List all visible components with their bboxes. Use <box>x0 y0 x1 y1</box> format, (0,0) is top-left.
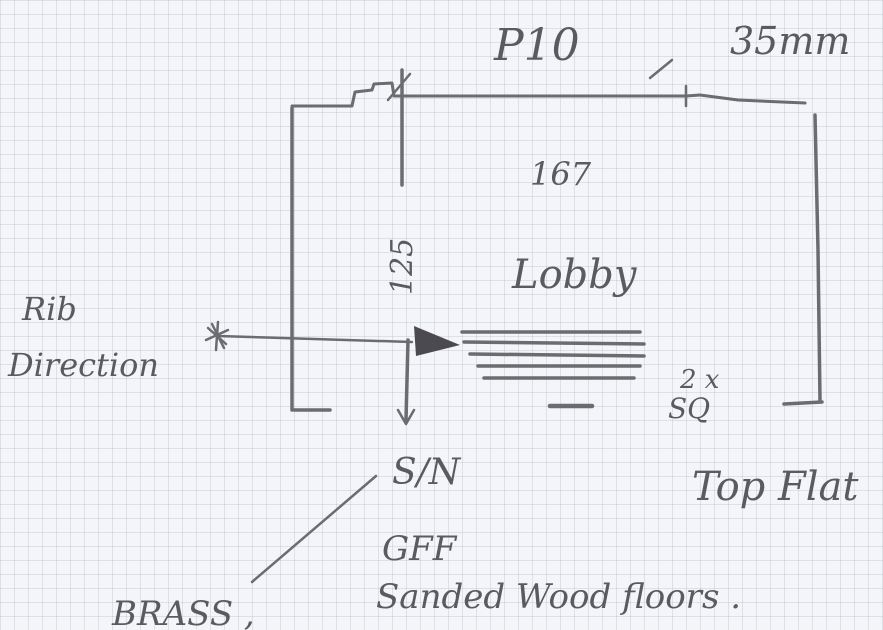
sn-label: S/N <box>392 452 462 493</box>
depth-dimension-label: 125 <box>385 238 420 295</box>
rib-label: Rib <box>21 290 77 328</box>
brass-label: BRASS , <box>111 594 255 630</box>
floorboard-lines <box>460 330 646 409</box>
brass-leader-line <box>250 474 378 584</box>
top-reference-label: P10 <box>493 20 580 71</box>
room-outline <box>290 81 824 412</box>
floor-code-label: GFF <box>382 529 458 569</box>
room-label: Lobby <box>511 252 638 298</box>
sq-note: SQ <box>668 392 710 425</box>
top-dimension-label: 35mm <box>730 19 850 63</box>
width-dimension-label: 167 <box>530 155 592 193</box>
floor-finish-label: Sanded Wood floors . <box>376 577 741 617</box>
dimension-tick-35mm <box>648 58 688 108</box>
quantity-note: 2 x <box>679 365 720 395</box>
arrow-head <box>414 326 460 356</box>
rib-direction-arrow <box>204 320 460 426</box>
flat-label: Top Flat <box>692 464 859 510</box>
direction-label: Direction <box>7 346 159 384</box>
dimension-line-125 <box>386 68 412 187</box>
